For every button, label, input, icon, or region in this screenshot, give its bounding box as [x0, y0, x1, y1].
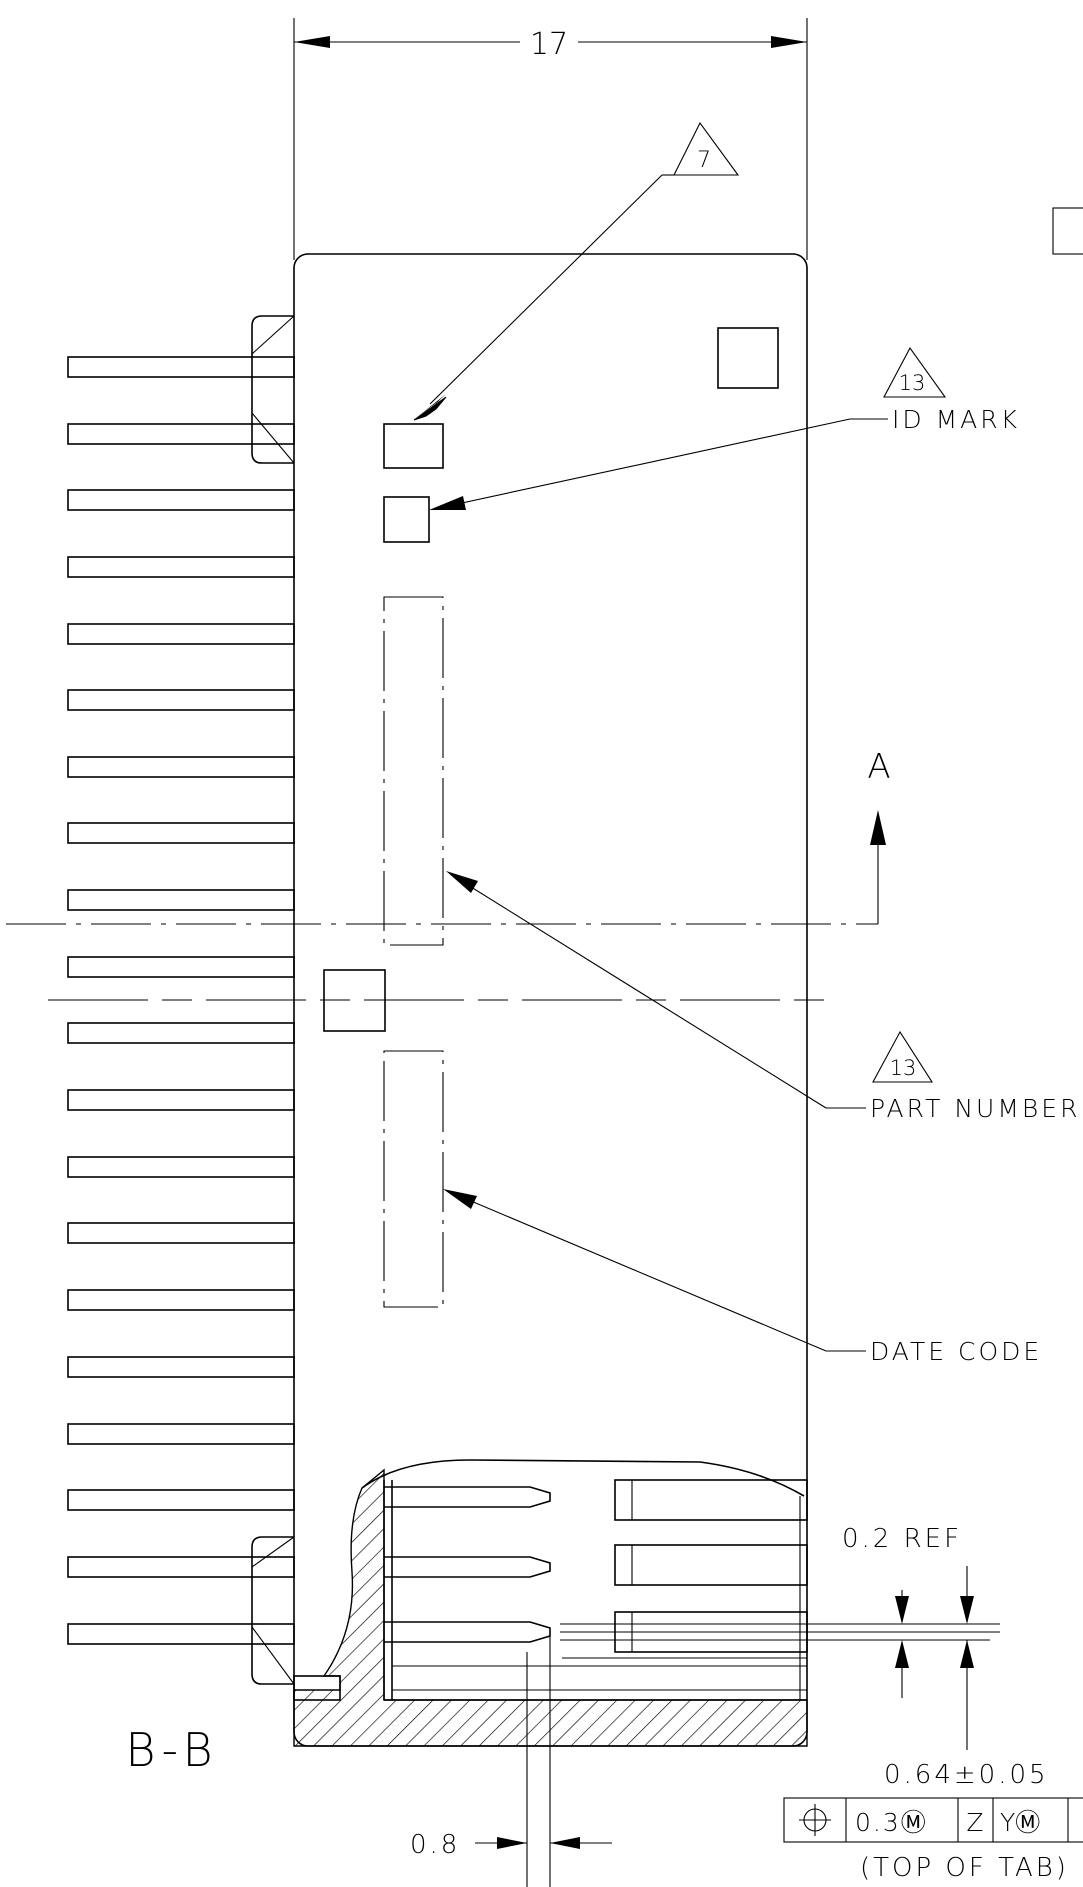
lower-tab [251, 1536, 295, 1685]
id-mark-box [383, 496, 430, 543]
fcf-note: (TOP OF TAB) [860, 1853, 1069, 1883]
pin [67, 689, 295, 711]
pin [67, 489, 295, 511]
datum-box-fragment [1052, 207, 1083, 255]
note13-number-2: 13 [890, 1056, 917, 1080]
fcf-datum-y: YⓂ [1000, 1808, 1040, 1837]
pitch-dimension-value: 0.8 [410, 1830, 460, 1860]
date-code-label: DATE CODE [870, 1337, 1042, 1366]
offset-dimension: 0.64±0.05 [884, 1640, 1049, 1790]
pin [67, 1556, 295, 1578]
ref-dimension-value: 0.2 REF [842, 1524, 962, 1554]
section-a-line: A [6, 747, 891, 925]
pin [67, 1489, 295, 1511]
pin [67, 889, 295, 911]
part-number-callout: 13 PART NUMBER [446, 871, 1080, 1123]
note13-number: 13 [899, 371, 926, 395]
offset-dimension-value: 0.64±0.05 [884, 1760, 1049, 1790]
section-label: B-B [125, 1723, 218, 1777]
pin [67, 1222, 295, 1244]
part-number-area [383, 596, 444, 946]
pitch-dimension: 0.8 [410, 1636, 612, 1887]
ref-dimension: 0.2 REF [560, 1524, 1000, 1698]
pin [67, 1089, 295, 1111]
note7-mark-box [383, 423, 444, 469]
pin [67, 1423, 295, 1445]
cutaway-section [293, 1459, 808, 1747]
centerline [48, 969, 828, 1032]
upper-tab [251, 315, 295, 464]
width-dimension: 17 [293, 18, 808, 260]
pin-row [67, 356, 295, 1645]
fcf-datum-z: Z [966, 1808, 983, 1837]
note7-callout: 7 [413, 121, 740, 421]
fcf-tolerance: 0.3Ⓜ [855, 1808, 928, 1837]
pin [67, 1022, 295, 1044]
position-tolerance-icon [799, 1804, 831, 1836]
pin [67, 1623, 295, 1645]
id-mark-callout: 13 ID MARK [429, 346, 1020, 510]
feature-control-frame: 0.3Ⓜ Z YⓂ (TOP OF TAB) [783, 1797, 1083, 1883]
pin [67, 623, 295, 645]
note7-number: 7 [697, 148, 711, 173]
pin [67, 1156, 295, 1178]
pin [67, 756, 295, 778]
corner-square [717, 327, 779, 389]
pin [67, 1289, 295, 1311]
pin [67, 822, 295, 844]
width-dimension-value: 17 [530, 27, 568, 62]
pin [67, 1356, 295, 1378]
pin [67, 956, 295, 978]
pin [67, 423, 295, 445]
section-a-letter: A [867, 747, 890, 787]
pin [67, 356, 295, 378]
part-number-label: PART NUMBER [870, 1094, 1080, 1123]
pin [67, 556, 295, 578]
date-code-area [383, 1050, 444, 1308]
date-code-callout: DATE CODE [443, 1189, 1042, 1366]
id-mark-label: ID MARK [892, 405, 1020, 434]
